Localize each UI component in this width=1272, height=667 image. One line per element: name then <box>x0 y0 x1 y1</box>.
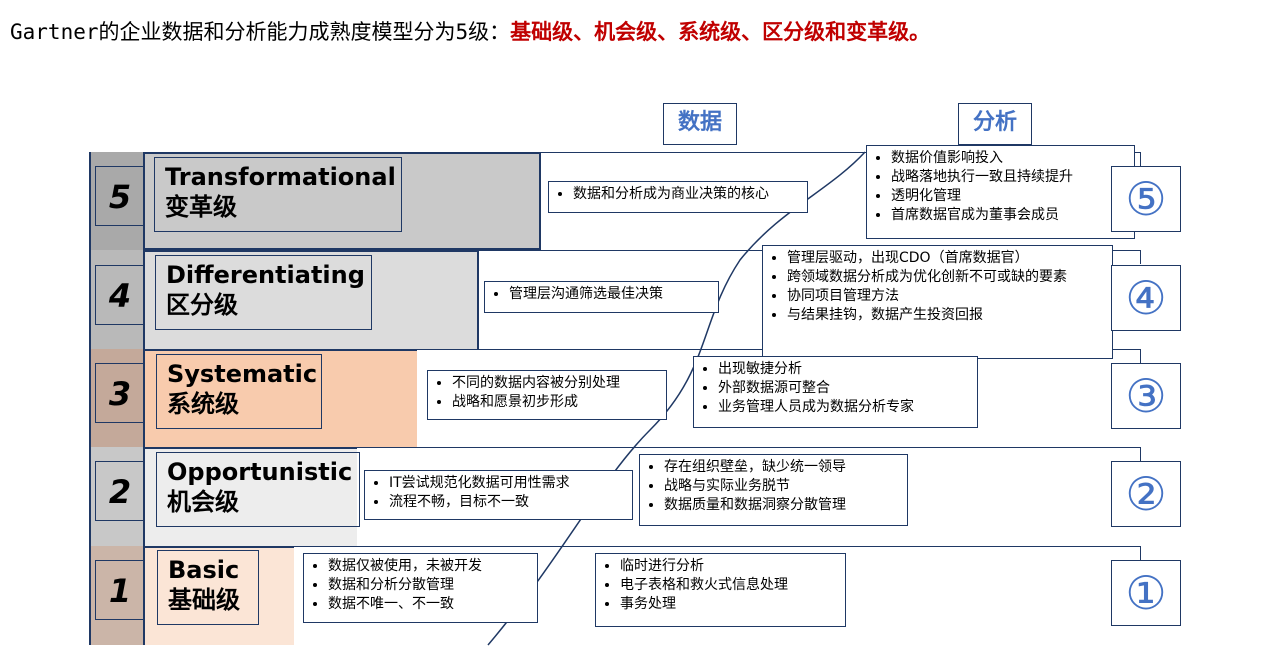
row-tick <box>1140 349 1141 363</box>
level-en: Differentiating <box>166 261 365 289</box>
level-zh: 系统级 <box>167 390 239 418</box>
level-en: Systematic <box>167 360 318 388</box>
row-tick <box>1140 447 1141 461</box>
level-zh: 基础级 <box>168 586 240 614</box>
data-item: 战略和愿景初步形成 <box>452 393 658 412</box>
analysis-item: 跨领域数据分析成为优化创新不可或缺的要素 <box>787 268 1104 287</box>
data-item: 不同的数据内容被分别处理 <box>452 374 658 393</box>
level-zh: 机会级 <box>167 488 239 516</box>
analysis-item: 战略与实际业务脱节 <box>664 477 899 496</box>
analysis-item: 与结果挂钩，数据产生投资回报 <box>787 306 1104 325</box>
analysis-item: 临时进行分析 <box>620 557 837 576</box>
row-tick <box>1140 152 1141 166</box>
analysis-item: 战略落地执行一致且持续提升 <box>891 168 1126 187</box>
row-line <box>357 447 1141 448</box>
page-title: Gartner的企业数据和分析能力成熟度模型分为5级：基础级、机会级、系统级、区… <box>10 16 930 46</box>
data-item: IT尝试规范化数据可用性需求 <box>389 474 624 493</box>
level-zh: 区分级 <box>166 291 238 319</box>
row-tick <box>1140 546 1141 560</box>
row-line <box>294 546 1141 547</box>
circled-number-4: ④ <box>1111 265 1181 331</box>
num-cell-3 <box>89 349 145 447</box>
analysis-item: 电子表格和救火式信息处理 <box>620 576 837 595</box>
circled-number-1: ① <box>1111 560 1181 626</box>
level-zh: 变革级 <box>165 193 237 221</box>
data-box-3: 不同的数据内容被分别处理战略和愿景初步形成 <box>427 370 667 420</box>
data-item: 数据不唯一、不一致 <box>328 595 529 614</box>
data-item: 数据和分析成为商业决策的核心 <box>573 185 799 204</box>
level-number-1: 1 <box>95 560 145 620</box>
level-en: Basic <box>168 556 240 584</box>
data-item: 流程不畅，目标不一致 <box>389 493 624 512</box>
data-box-5: 数据和分析成为商业决策的核心 <box>548 181 808 213</box>
analysis-box-2: 存在组织壁垒，缺少统一领导战略与实际业务脱节数据质量和数据洞察分散管理 <box>639 454 908 526</box>
analysis-item: 数据价值影响投入 <box>891 149 1126 168</box>
level-en: Transformational <box>165 163 396 191</box>
level-number-4: 4 <box>95 265 145 325</box>
num-cell-2 <box>89 447 145 546</box>
analysis-item: 出现敏捷分析 <box>718 360 969 379</box>
analysis-item: 协同项目管理方法 <box>787 287 1104 306</box>
circled-number-5: ⑤ <box>1111 166 1181 232</box>
analysis-item: 业务管理人员成为数据分析专家 <box>718 398 969 417</box>
data-header: 数据 <box>663 103 737 145</box>
analysis-box-1: 临时进行分析电子表格和救火式信息处理事务处理 <box>595 553 846 627</box>
data-item: 数据仅被使用，未被开发 <box>328 557 529 576</box>
title-prefix: Gartner的企业数据和分析能力成熟度模型分为5级： <box>10 20 511 44</box>
band-level-4 <box>89 250 479 349</box>
data-item: 管理层沟通筛选最佳决策 <box>509 285 710 304</box>
analysis-header: 分析 <box>958 103 1032 145</box>
circled-number-2: ② <box>1111 461 1181 527</box>
data-box-2: IT尝试规范化数据可用性需求流程不畅，目标不一致 <box>364 470 633 520</box>
analysis-item: 管理层驱动，出现CDO（首席数据官） <box>787 249 1104 268</box>
level-number-3: 3 <box>95 363 145 423</box>
data-box-1: 数据仅被使用，未被开发数据和分析分散管理数据不唯一、不一致 <box>303 553 538 623</box>
analysis-item: 透明化管理 <box>891 187 1126 206</box>
num-cell-5 <box>89 152 145 250</box>
analysis-item: 外部数据源可整合 <box>718 379 969 398</box>
analysis-item: 事务处理 <box>620 595 837 614</box>
row-line <box>541 152 1141 153</box>
level-en: Opportunistic <box>167 458 353 486</box>
analysis-box-5: 数据价值影响投入战略落地执行一致且持续提升透明化管理首席数据官成为董事会成员 <box>866 145 1135 239</box>
analysis-item: 首席数据官成为董事会成员 <box>891 206 1126 225</box>
analysis-box-3: 出现敏捷分析外部数据源可整合业务管理人员成为数据分析专家 <box>693 356 978 428</box>
level-number-2: 2 <box>95 461 145 521</box>
title-highlight: 基础级、机会级、系统级、区分级和变革级。 <box>510 20 931 44</box>
band-level-5 <box>89 152 541 250</box>
data-box-4: 管理层沟通筛选最佳决策 <box>484 281 719 313</box>
analysis-box-4: 管理层驱动，出现CDO（首席数据官）跨领域数据分析成为优化创新不可或缺的要素协同… <box>762 245 1113 359</box>
data-item: 数据和分析分散管理 <box>328 576 529 595</box>
circled-number-3: ③ <box>1111 363 1181 429</box>
analysis-item: 存在组织壁垒，缺少统一领导 <box>664 458 899 477</box>
level-number-5: 5 <box>95 166 145 226</box>
analysis-item: 数据质量和数据洞察分散管理 <box>664 496 899 515</box>
row-tick <box>1140 250 1141 264</box>
